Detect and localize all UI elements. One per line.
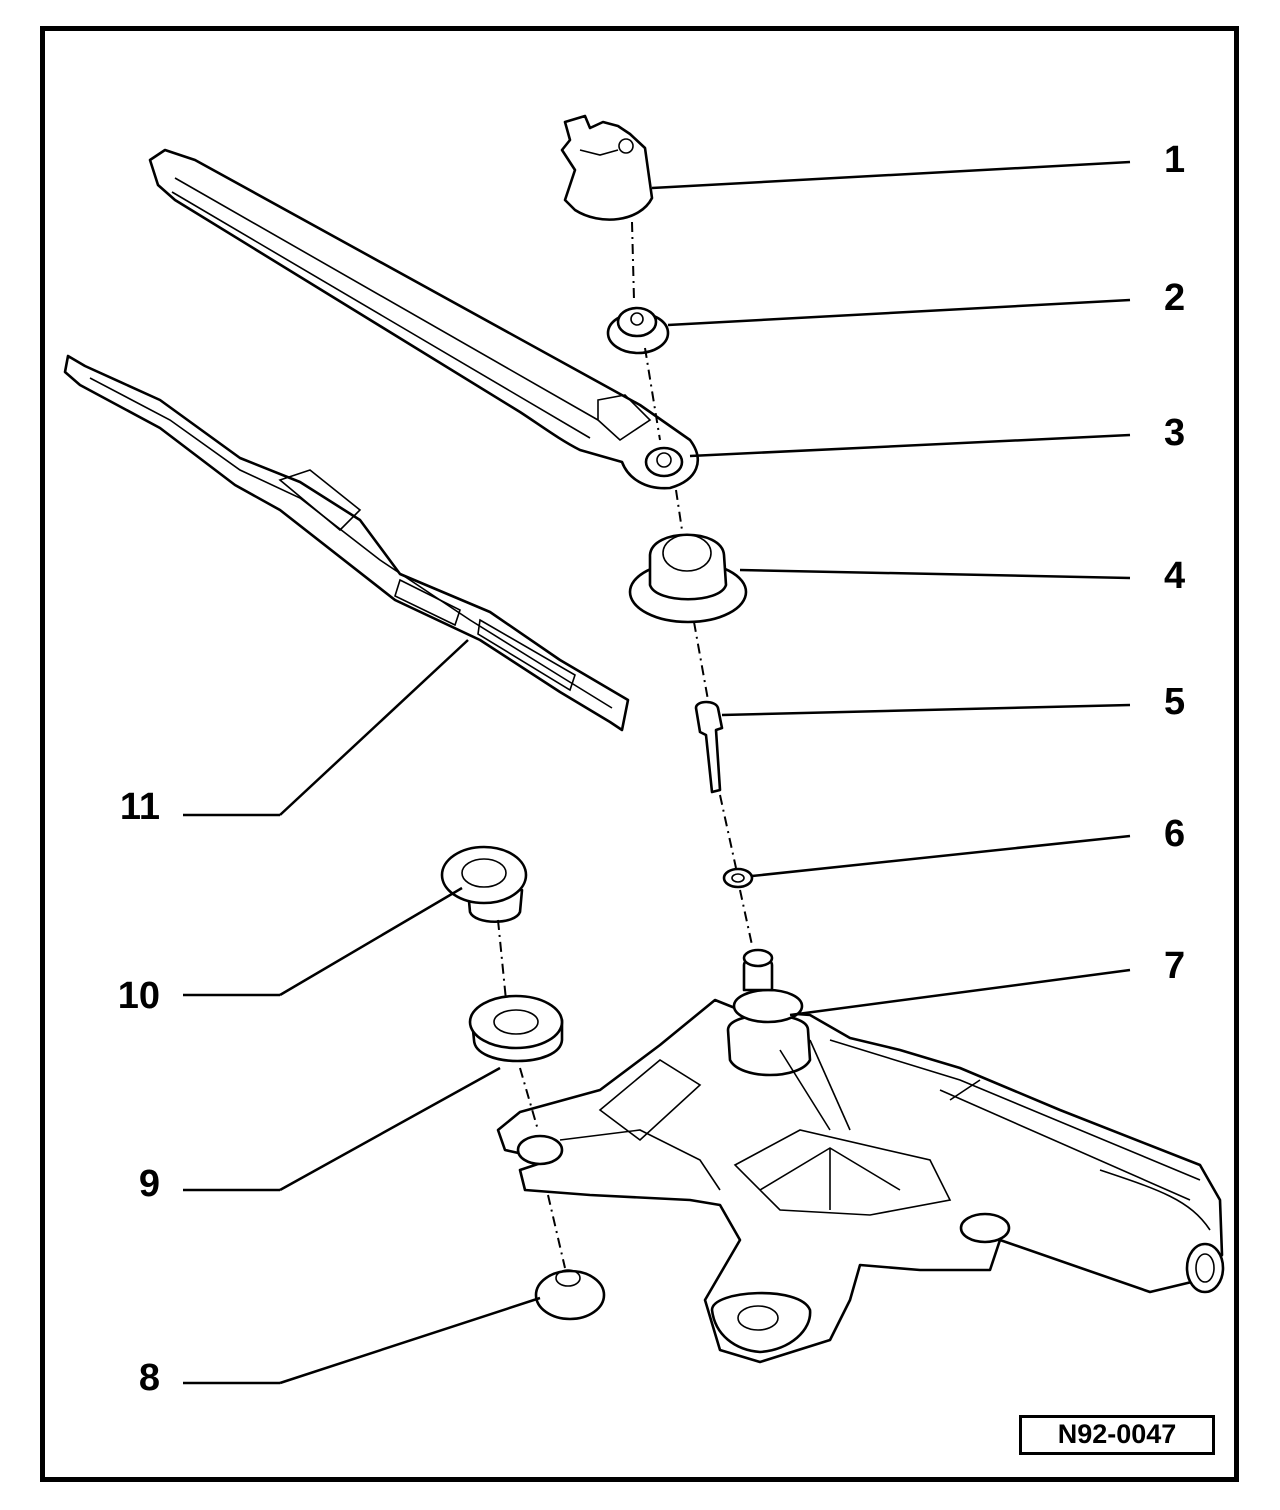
callout-8: 8 xyxy=(138,1357,160,1399)
part-wiper-arm xyxy=(148,148,699,490)
callout-4: 4 xyxy=(1164,555,1186,597)
callout-6: 6 xyxy=(1164,813,1186,855)
callout-5: 5 xyxy=(1164,681,1186,723)
part-grommet-cap xyxy=(440,845,528,923)
callout-7: 7 xyxy=(1164,945,1186,987)
callout-1: 1 xyxy=(1164,139,1186,181)
part-nut xyxy=(606,306,670,355)
part-wiper-blade xyxy=(63,354,630,732)
part-pin xyxy=(694,700,724,794)
part-cap xyxy=(560,114,654,221)
callout-10: 10 xyxy=(117,975,160,1017)
part-wiper-motor xyxy=(496,948,1225,1364)
leader-lines xyxy=(183,160,1131,1385)
diagram-frame xyxy=(40,26,1239,1482)
callout-9: 9 xyxy=(138,1163,160,1205)
reference-code: N92-0047 xyxy=(1019,1415,1215,1455)
assembly-axis-lines xyxy=(497,221,753,1269)
callout-3: 3 xyxy=(1164,412,1186,454)
callout-11: 11 xyxy=(119,786,160,828)
callout-2: 2 xyxy=(1164,277,1186,319)
part-spacer xyxy=(628,533,748,624)
part-washer xyxy=(722,867,754,889)
part-grommet xyxy=(468,994,564,1063)
part-bottom-nut xyxy=(534,1269,606,1321)
